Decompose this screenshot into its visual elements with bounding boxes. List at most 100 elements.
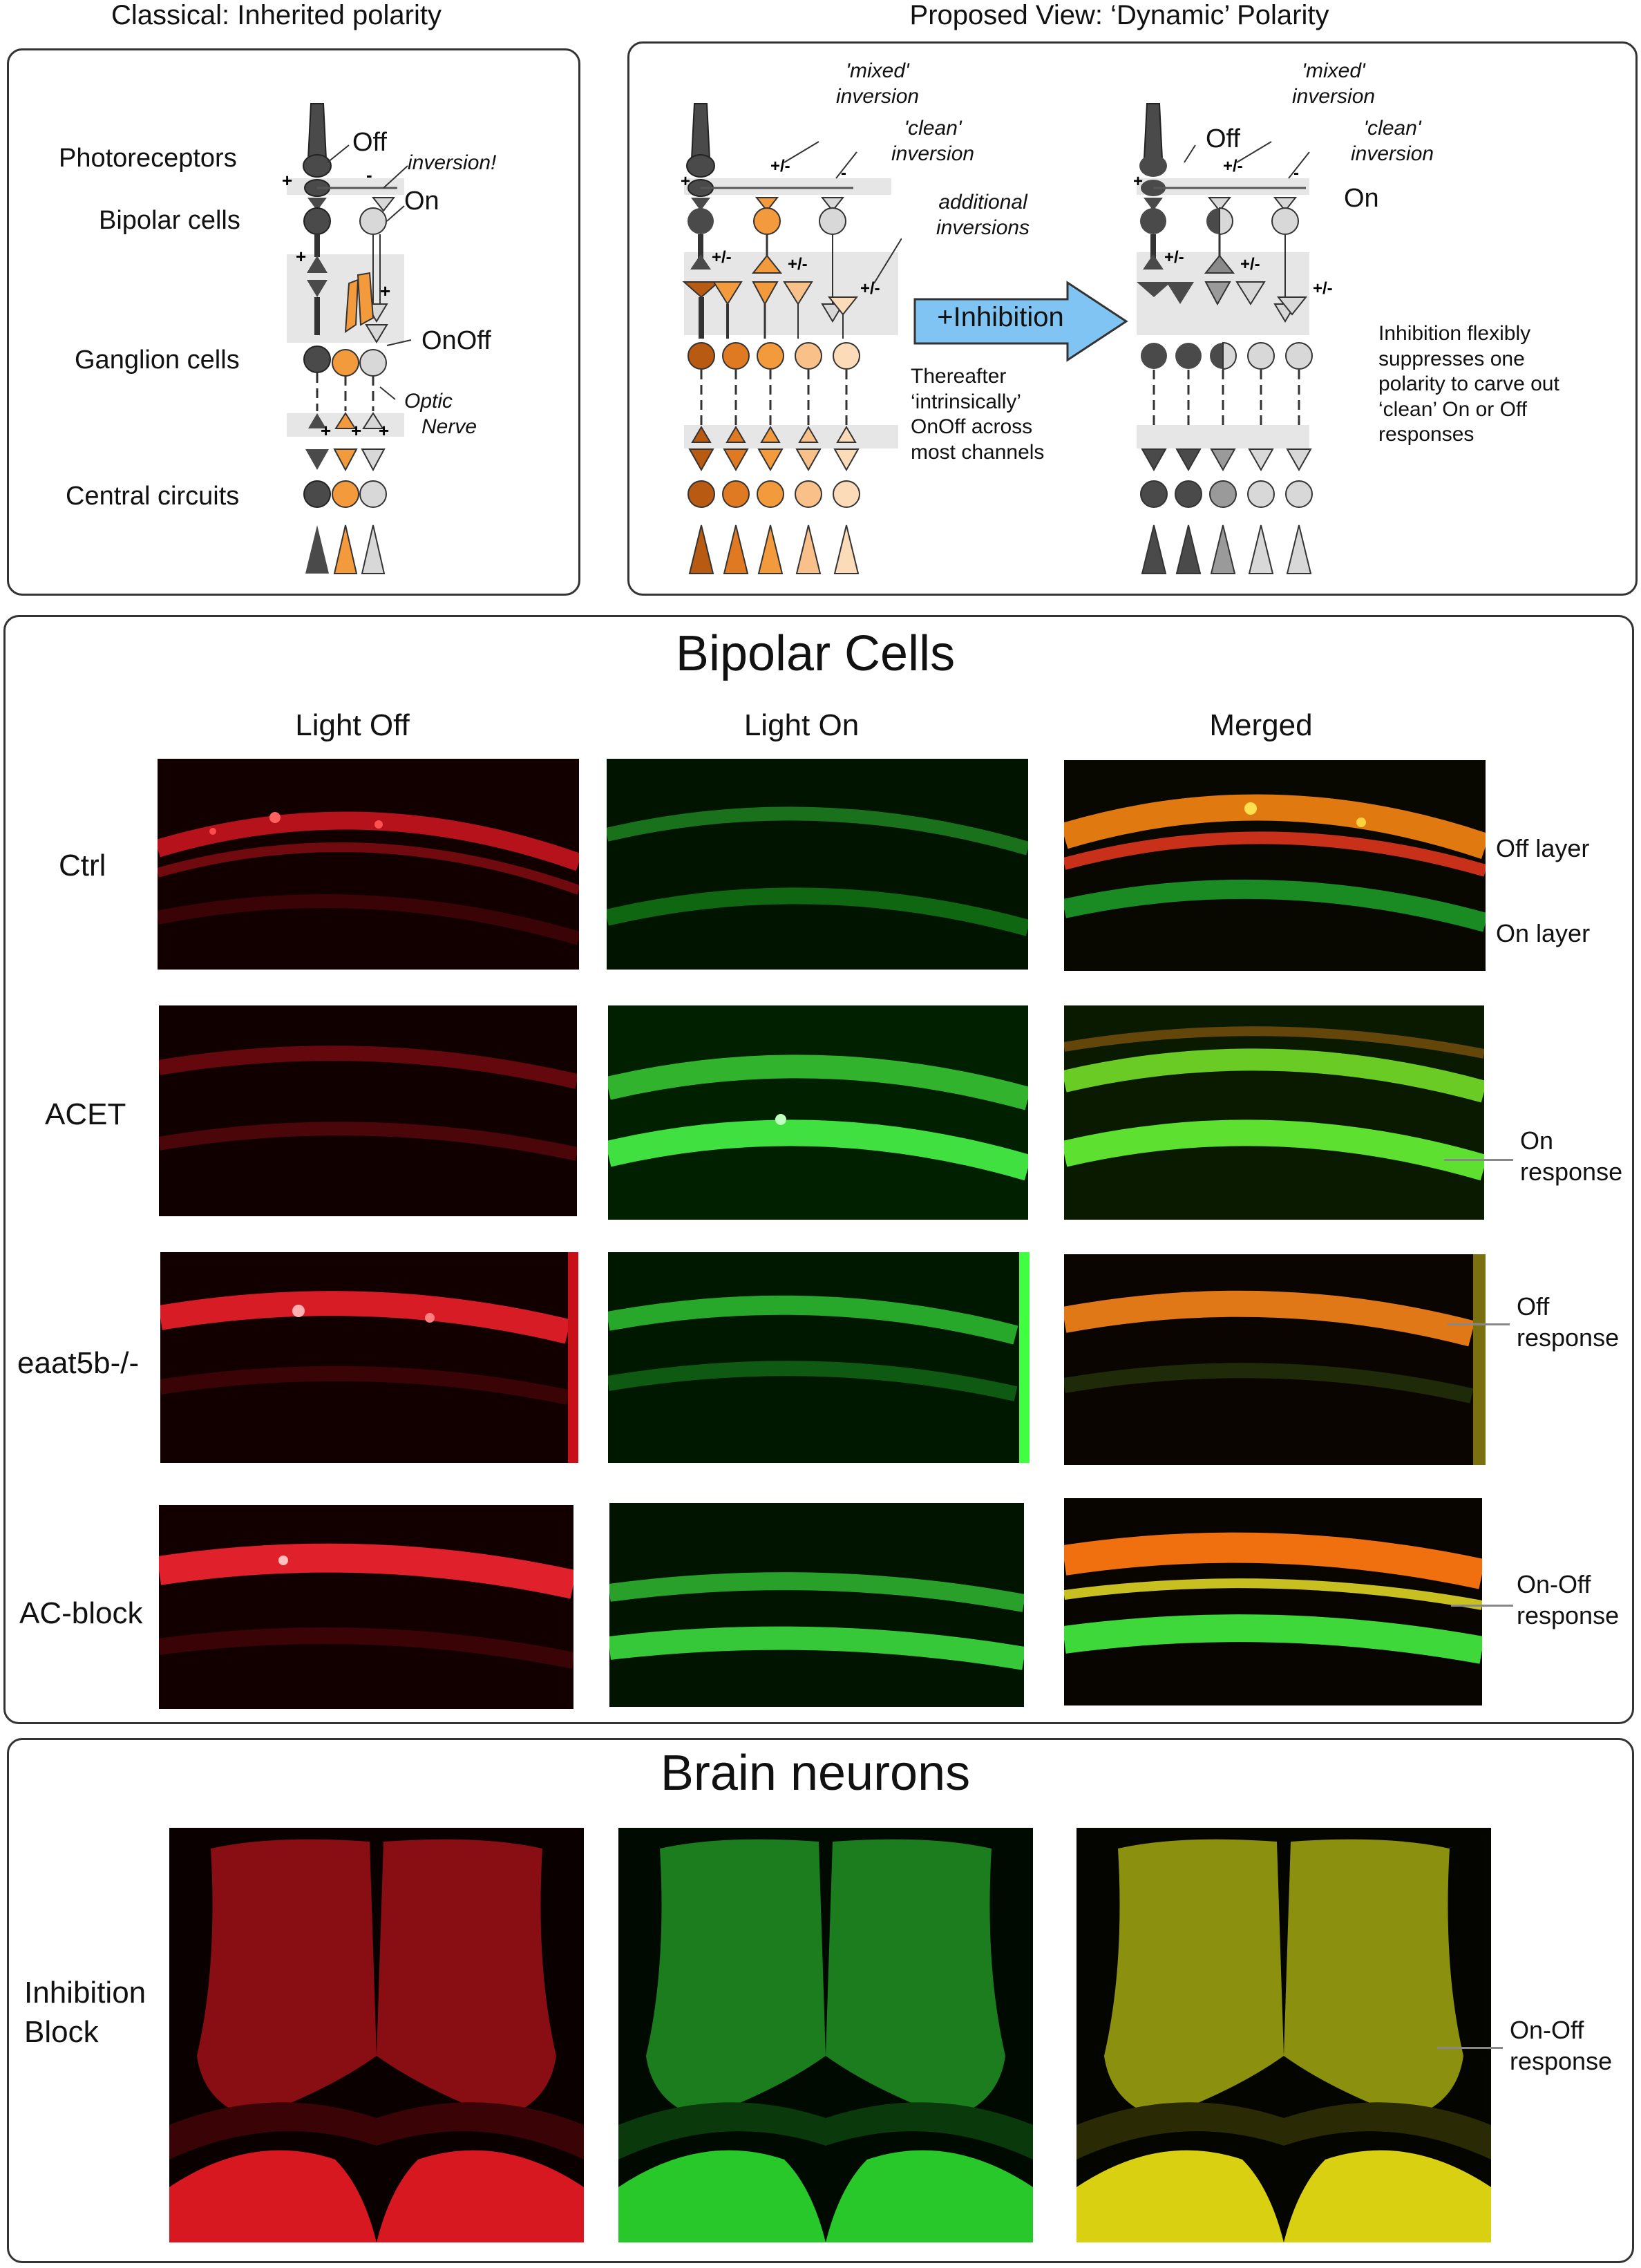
acet-annotation-line1: On (1520, 1126, 1554, 1155)
mid-mixed-label: 'mixed'inversion (836, 59, 919, 109)
mid-mixed-line2: inversion (836, 84, 920, 108)
dynamic-circuit-after: + +/- - +/- +/- +/- (1133, 103, 1333, 574)
classical-title: Classical: Inherited polarity (111, 0, 442, 30)
col-light-off: Light Off (295, 708, 410, 742)
brain-pointer-line (1437, 2047, 1503, 2049)
eaat5b-annotation: Off response (1517, 1291, 1619, 1353)
classical-circuit-diagram: + - + + + + + (282, 103, 412, 574)
dynamic-circuit-before: + +/- - +/- +/- +/- (681, 103, 902, 574)
classical-off-label: Off (352, 128, 387, 157)
eaat5b-annotation-line1: Off (1517, 1292, 1550, 1321)
svg-text:-: - (366, 164, 372, 185)
svg-text:+/-: +/- (770, 157, 790, 176)
dynamic-off-label: Off (1206, 124, 1240, 153)
thereafter-text: Thereafter ‘intrinsically’ OnOff across … (911, 364, 1044, 465)
image-brain-merged (1076, 1828, 1491, 2242)
acet-pointer-line (1444, 1159, 1513, 1161)
svg-text:+: + (282, 170, 292, 191)
dynamic-title: Proposed View: ‘Dynamic’ Polarity (909, 0, 1329, 30)
image-ctrl-merged (1064, 760, 1486, 971)
svg-text:+: + (379, 420, 389, 441)
inhibition-line2: suppresses one (1378, 347, 1525, 370)
brain-annotation: On-Off response (1510, 2014, 1612, 2077)
image-acet-light-on (608, 1005, 1028, 1220)
mid-mixed-line1: 'mixed' (846, 59, 909, 82)
svg-text:+: + (321, 420, 331, 441)
image-acblock-light-on (609, 1503, 1024, 1707)
svg-text:+/-: +/- (1240, 255, 1260, 274)
optic-label-line2: Nerve (421, 415, 477, 438)
right-mixed-label: 'mixed'inversion (1292, 59, 1375, 109)
mid-clean-label: 'clean'inversion (891, 116, 974, 167)
level-bipolar: Bipolar cells (99, 206, 240, 235)
thereafter-line4: most channels (911, 440, 1045, 464)
image-acet-merged (1064, 1005, 1484, 1220)
classical-onoff-label: OnOff (421, 326, 491, 355)
row-label-acblock: AC-block (19, 1596, 143, 1630)
inhibition-line1: Inhibition flexibly (1378, 322, 1531, 345)
level-photoreceptors: Photoreceptors (59, 144, 237, 173)
brain-annotation-line2: response (1510, 2047, 1613, 2075)
svg-text:+/-: +/- (1223, 157, 1243, 176)
optic-label-line1: Optic (404, 390, 453, 413)
svg-text:+/-: +/- (1164, 248, 1184, 267)
mid-clean-line1: 'clean' (904, 117, 962, 140)
mid-additional-line2: inversions (936, 216, 1030, 239)
right-mixed-line1: 'mixed' (1302, 59, 1365, 82)
thereafter-line1: Thereafter (911, 365, 1007, 388)
dynamic-on-label: On (1344, 184, 1379, 213)
svg-text:+: + (380, 281, 390, 301)
svg-text:+: + (1133, 172, 1143, 191)
bipolar-title: Bipolar Cells (675, 626, 956, 681)
inhibition-explanation: Inhibition flexibly suppresses one polar… (1378, 321, 1559, 448)
svg-text:+/-: +/- (788, 255, 808, 274)
classical-on-label: On (404, 187, 439, 216)
image-acblock-light-off (159, 1505, 573, 1709)
thereafter-line2: ‘intrinsically’ (911, 390, 1022, 413)
image-brain-green (618, 1828, 1033, 2242)
image-eaat5b-light-on (608, 1252, 1030, 1463)
mid-clean-line2: inversion (891, 142, 975, 165)
brain-row-label: Inhibition Block (24, 1973, 146, 2052)
brain-title: Brain neurons (660, 1746, 971, 1801)
svg-text:+: + (351, 420, 361, 441)
inhibition-arrow-icon (913, 281, 1128, 362)
classical-inversion-label: inversion! (408, 151, 497, 174)
acblock-annotation: On-Off response (1517, 1569, 1619, 1631)
svg-text:+/-: +/- (712, 248, 732, 267)
inhibition-line4: ‘clean’ On or Off (1378, 397, 1528, 421)
brain-annotation-line1: On-Off (1510, 2016, 1584, 2044)
right-clean-label: 'clean'inversion (1351, 116, 1434, 167)
right-mixed-line2: inversion (1292, 84, 1376, 108)
brain-row-label-line2: Block (24, 2015, 99, 2050)
col-merged: Merged (1209, 708, 1313, 742)
brain-row-label-line1: Inhibition (24, 1976, 146, 2010)
col-light-on: Light On (743, 708, 860, 742)
inhibition-line5: responses (1378, 423, 1474, 446)
image-eaat5b-light-off (160, 1252, 578, 1463)
image-acet-light-off (159, 1005, 577, 1216)
ctrl-annotation-on-layer: On layer (1496, 919, 1591, 947)
acblock-annotation-line2: response (1517, 1601, 1620, 1629)
level-ganglion: Ganglion cells (75, 346, 240, 375)
right-clean-line2: inversion (1351, 142, 1434, 165)
right-clean-line1: 'clean' (1363, 117, 1421, 140)
eaat5b-annotation-line2: response (1517, 1323, 1620, 1352)
ctrl-annotation-off-layer: Off layer (1496, 834, 1590, 862)
image-brain-red (169, 1828, 584, 2242)
image-eaat5b-merged (1064, 1254, 1486, 1465)
svg-text:+: + (296, 246, 306, 267)
row-label-ctrl: Ctrl (59, 849, 106, 882)
mid-additional-line1: additional (938, 191, 1027, 214)
image-acblock-merged (1064, 1498, 1482, 1705)
row-label-acet: ACET (45, 1097, 126, 1131)
inhibition-line3: polarity to carve out (1378, 372, 1559, 396)
row-label-eaat5b: eaat5b-/- (17, 1346, 140, 1380)
svg-text:+/-: +/- (860, 279, 880, 298)
svg-text:-: - (841, 164, 846, 182)
inhibition-arrow-label: +Inhibition (937, 302, 1064, 332)
svg-text:-: - (1293, 164, 1299, 182)
image-ctrl-light-off (158, 759, 579, 970)
svg-text:+: + (681, 172, 690, 191)
